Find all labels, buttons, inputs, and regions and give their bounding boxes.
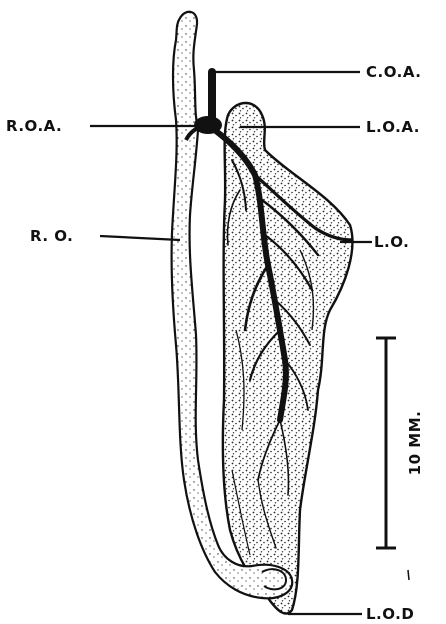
scale-bar: 10 MM. — [376, 338, 424, 548]
label-loa: L.O.A. — [366, 118, 420, 136]
label-roa: R.O.A. — [6, 117, 62, 135]
scale-bar-label: 10 MM. — [406, 411, 424, 476]
stray-mark — [408, 570, 409, 580]
label-coa: C.O.A. — [366, 63, 421, 81]
label-lo: L.O. — [374, 233, 409, 251]
label-ro: R. O. — [30, 227, 73, 245]
label-lod: L.O.D — [366, 605, 414, 623]
leader-ro — [100, 236, 180, 240]
